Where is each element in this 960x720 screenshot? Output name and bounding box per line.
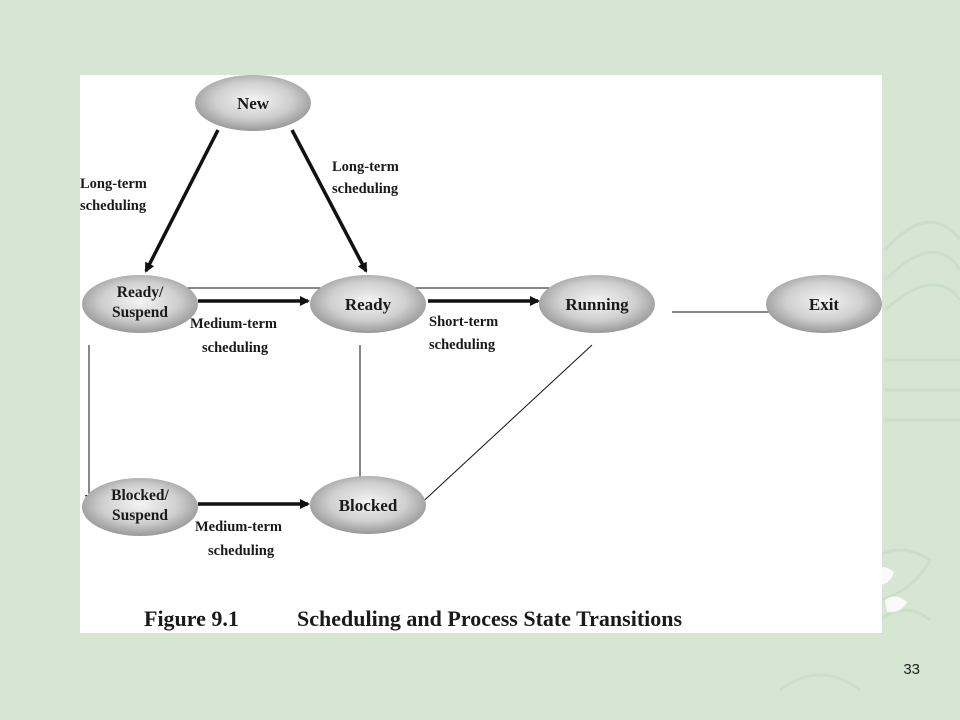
node-new: New [195, 75, 311, 131]
edge-label-long-term-right-line2: scheduling [332, 181, 399, 197]
node-running-label: Running [565, 295, 629, 314]
edge-label-medium-term-top-line2: scheduling [202, 340, 269, 356]
edge-label-medium-term-bottom-line1: Medium-term [195, 519, 282, 535]
node-ready: Ready [310, 275, 426, 333]
node-new-label: New [237, 94, 270, 113]
edge-label-medium-term-top-line1: Medium-term [190, 316, 277, 332]
node-blocked-suspend-label-line2: Suspend [112, 507, 168, 524]
node-ready-label: Ready [345, 295, 392, 314]
figure-caption-title: Scheduling and Process State Transitions [297, 606, 683, 631]
node-blocked-suspend-label-line1: Blocked/ [111, 487, 169, 504]
edge-label-short-term-line1: Short-term [429, 314, 498, 330]
figure-panel: New Ready/ Suspend Ready Running Exit Bl… [80, 75, 882, 633]
edge-label-medium-term-bottom-line2: scheduling [208, 543, 275, 559]
node-running: Running [539, 275, 655, 333]
slide-number: 33 [903, 661, 920, 678]
state-transition-diagram: New Ready/ Suspend Ready Running Exit Bl… [80, 75, 882, 631]
node-ready-suspend: Ready/ Suspend [82, 275, 198, 333]
node-exit: Exit [766, 275, 882, 333]
edge-label-long-term-right-line1: Long-term [332, 159, 399, 175]
node-ready-suspend-label-line2: Suspend [112, 304, 168, 321]
arrow-running-to-blocked [401, 344, 593, 522]
node-ready-suspend-label-line1: Ready/ [117, 284, 164, 301]
node-blocked: Blocked [310, 476, 426, 534]
figure-caption-number: Figure 9.1 [144, 606, 239, 631]
edge-label-long-term-left-line2: scheduling [80, 198, 147, 214]
edge-label-short-term-line2: scheduling [429, 337, 496, 353]
node-exit-label: Exit [809, 295, 840, 314]
arrow-new-to-ready-suspend [144, 129, 220, 273]
node-blocked-suspend: Blocked/ Suspend [82, 478, 198, 536]
arrow-new-to-ready [290, 129, 368, 273]
edge-label-long-term-left-line1: Long-term [80, 176, 147, 192]
node-blocked-label: Blocked [339, 496, 398, 515]
